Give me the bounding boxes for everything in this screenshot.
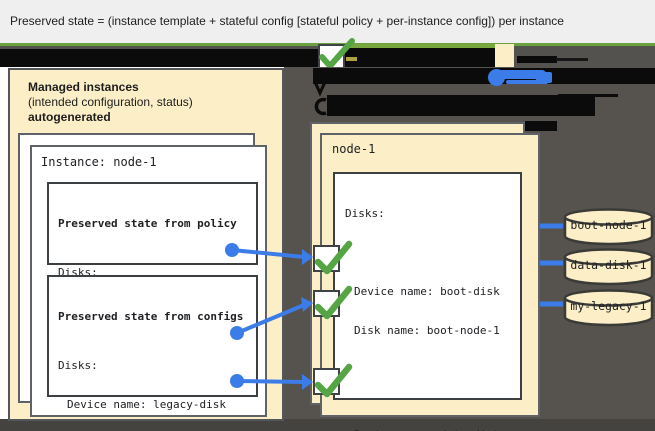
panel-autogenerated-label: autogenerated xyxy=(28,110,111,124)
disk-icon xyxy=(563,248,654,286)
disk-label: data-disk-1 xyxy=(570,258,647,272)
redaction-bar xyxy=(313,68,655,84)
vm-card-title: node-1 xyxy=(332,142,376,156)
disk-cylinder: data-disk-1 xyxy=(562,247,655,287)
redaction-bar xyxy=(558,94,618,97)
redaction-bar xyxy=(0,49,318,67)
redaction-bar xyxy=(345,47,495,67)
panel-subtitle: (intended configuration, status) xyxy=(28,95,193,109)
diagram-title: Preserved state = (instance template + s… xyxy=(10,14,564,28)
managed-instances-header: Managed instances (intended configuratio… xyxy=(28,80,193,125)
redaction-bar xyxy=(556,58,588,61)
redaction-bar xyxy=(525,121,557,131)
green-connector-line xyxy=(344,44,496,48)
panel-title: Managed instances xyxy=(28,80,139,94)
disk-cylinder: boot-node-1 xyxy=(562,207,655,247)
bottom-strip xyxy=(0,419,655,431)
disks-label: Disks: xyxy=(345,207,385,220)
blue-arrow-remnant xyxy=(536,72,552,83)
checkbox xyxy=(313,368,340,395)
preserved-state-configs-box: Preserved state from configs Disks: Devi… xyxy=(47,275,258,411)
disk-label: boot-node-1 xyxy=(570,218,647,232)
redaction-bar xyxy=(327,95,595,116)
checkbox xyxy=(313,245,340,272)
disk-label: my-legacy-1 xyxy=(570,299,647,313)
redaction-bar xyxy=(517,56,557,63)
disk-name-value: boot-node-1 xyxy=(426,324,500,337)
title-band: Preserved state = (instance template + s… xyxy=(0,0,655,43)
policy-box-heading: Preserved state from policy xyxy=(58,217,237,230)
blue-arrow-remnant xyxy=(498,70,546,79)
preserved-state-policy-box: Preserved state from policy Disks: Devic… xyxy=(47,182,258,357)
config-chip xyxy=(495,44,514,67)
disk-icon xyxy=(563,208,654,246)
device-name-line: Device name: legacy-disk xyxy=(67,398,226,411)
redaction-remnant xyxy=(346,57,357,61)
disk-entry: Device name: boot-disk Disk name: boot-n… xyxy=(354,285,500,337)
disk-entry: Device name: data-disk Disk name: data-d… xyxy=(345,402,520,431)
vm-disks-box: Disks: Device name: boot-disk Disk name:… xyxy=(333,172,522,431)
instance-card-title: Instance: node-1 xyxy=(41,155,157,169)
configs-box-heading: Preserved state from configs xyxy=(58,310,244,323)
disks-label: Disks: xyxy=(58,359,98,372)
checkbox xyxy=(313,290,340,317)
blue-arrow-remnant xyxy=(506,80,548,84)
disk-cylinder: my-legacy-1 xyxy=(562,288,655,328)
disk-icon xyxy=(563,289,654,327)
